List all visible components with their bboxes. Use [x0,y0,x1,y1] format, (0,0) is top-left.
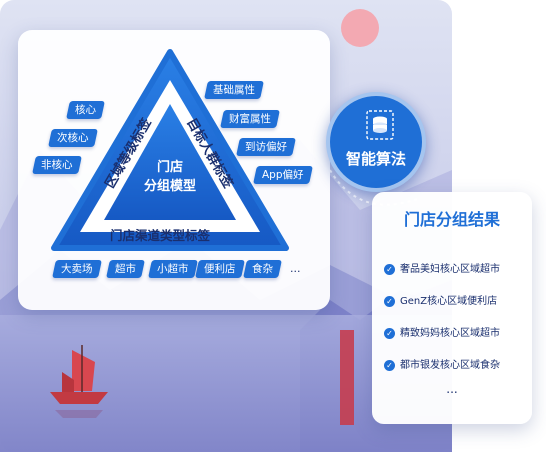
junk-boat [50,345,108,418]
check-icon: ✓ [384,327,395,339]
core-triangle [104,104,236,220]
intelligent-algorithm-badge: 智能算法 [326,92,426,192]
sun [341,9,379,47]
result-title: 门店分组结果 [403,210,500,229]
result-item: ✓精致妈妈核心区域超市 [384,326,500,342]
result-item: ✓奢品美妇核心区域超市 [384,262,500,278]
result-item: ✓都市银发核心区域食杂 [384,358,500,374]
bottom-tags-more: ... [290,262,301,275]
center-line-1: 门店 [156,160,183,175]
pagoda-reflection [340,330,354,425]
database-node-icon [366,110,394,140]
bottom-edge-label: 门店渠道类型标签 [110,228,211,243]
result-more: ... [446,382,458,396]
model-center-label: 门店 分组模型 [130,158,210,196]
check-icon: ✓ [384,359,395,371]
check-icon: ✓ [384,295,395,307]
check-icon: ✓ [384,263,395,275]
result-item: ✓GenZ核心区域便利店 [384,294,497,310]
algorithm-label: 智能算法 [345,150,406,168]
grouping-result-card: 门店分组结果 ✓奢品美妇核心区域超市 ✓GenZ核心区域便利店 ✓精致妈妈核心区… [372,192,532,424]
center-line-2: 分组模型 [143,179,196,194]
